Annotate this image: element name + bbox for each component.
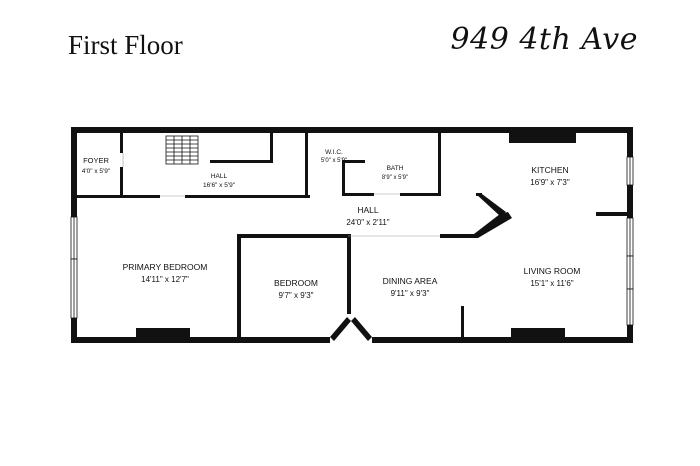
primary-fixture <box>136 328 190 338</box>
fixtures <box>136 133 576 338</box>
room-label-hall-upper: HALL 16'6" x 5'9" <box>203 173 236 189</box>
room-name: HALL <box>211 173 228 180</box>
property-address: 949 4th Ave <box>450 22 638 57</box>
room-label-living-room: LIVING ROOM 15'1" x 11'6" <box>524 266 581 288</box>
room-dims: 16'6" x 5'9" <box>203 182 236 189</box>
room-label-wic: W.I.C. 5'0" x 5'9" <box>321 149 347 164</box>
room-dims: 15'1" x 11'6" <box>530 279 573 288</box>
stairs <box>165 135 199 165</box>
room-dims: 24'0" x 2'11" <box>346 218 389 227</box>
room-label-bedroom: BEDROOM 9'7" x 9'3" <box>274 278 318 300</box>
room-dims: 8'9" x 5'9" <box>382 175 408 181</box>
room-name: LIVING ROOM <box>524 266 581 276</box>
room-label-foyer: FOYER 4'0" x 5'9" <box>82 156 111 175</box>
room-name: DINING AREA <box>383 276 438 286</box>
exterior-walls <box>71 127 633 343</box>
room-label-hall-center: HALL 24'0" x 2'11" <box>346 205 389 227</box>
room-label-dining-area: DINING AREA 9'11" x 9'3" <box>383 276 438 298</box>
room-label-kitchen: KITCHEN 16'9" x 7'3" <box>530 165 570 187</box>
windows <box>70 156 634 326</box>
room-label-bath: BATH 8'9" x 5'9" <box>382 165 408 181</box>
room-dims: 9'7" x 9'3" <box>279 291 314 300</box>
room-name: BATH <box>387 165 404 172</box>
room-dims: 5'0" x 5'9" <box>321 158 347 164</box>
room-dims: 16'9" x 7'3" <box>530 178 570 187</box>
room-name: PRIMARY BEDROOM <box>123 262 208 272</box>
room-dims: 14'11" x 12'7" <box>141 275 189 284</box>
room-dims: 4'0" x 5'9" <box>82 168 111 175</box>
room-name: BEDROOM <box>274 278 318 288</box>
room-name: W.I.C. <box>325 149 343 156</box>
door-openings <box>122 153 440 237</box>
room-name: HALL <box>357 205 379 215</box>
interior-walls <box>77 133 627 341</box>
living-fixture <box>511 328 565 338</box>
room-name: KITCHEN <box>531 165 568 175</box>
floor-title: First Floor <box>68 30 183 60</box>
room-label-primary-bedroom: PRIMARY BEDROOM 14'11" x 12'7" <box>123 262 208 284</box>
kitchen-counter <box>509 133 576 143</box>
room-name: FOYER <box>83 156 109 165</box>
room-dims: 9'11" x 9'3" <box>391 289 430 298</box>
